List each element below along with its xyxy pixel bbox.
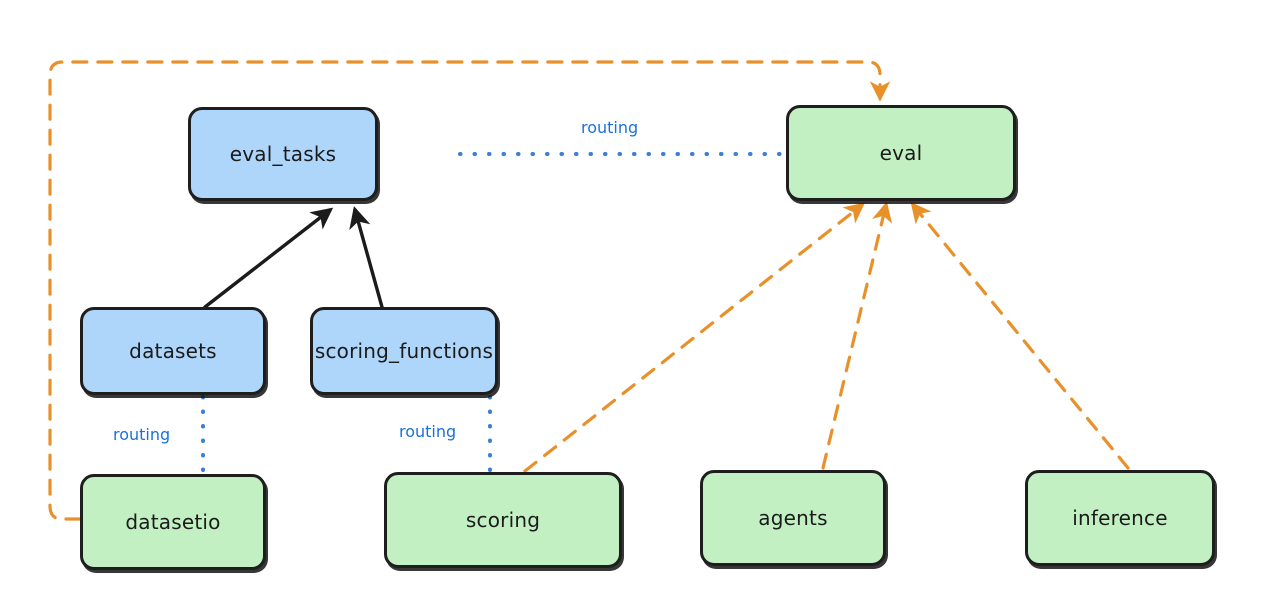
node-datasetio[interactable]: datasetio [80,474,266,570]
node-label-scoring: scoring [465,508,541,532]
node-label-inference: inference [1072,506,1168,530]
node-label-scoring_functions: scoring_functions [314,339,494,363]
node-inference[interactable]: inference [1025,470,1215,566]
edge-agents-to-eval [821,201,893,470]
edge-label-routing-datasets-datasetio: routing [110,425,174,444]
node-eval_tasks[interactable]: eval_tasks [188,107,378,201]
node-datasets[interactable]: datasets [80,307,266,395]
node-agents[interactable]: agents [700,470,886,566]
node-label-eval: eval [879,141,923,165]
edge-inference-to-eval [910,202,1130,470]
edge-label-routing-scoring-fn-scoring: routing [396,422,460,441]
edge-scoring-functions-to-eval-tasks [349,206,384,309]
node-label-eval_tasks: eval_tasks [229,142,337,166]
node-label-datasets: datasets [129,339,217,363]
node-label-datasetio: datasetio [125,510,221,534]
edge-datasetio-to-eval [48,60,891,521]
edge-scoring-to-eval [523,202,865,473]
edge-datasets-to-eval-tasks [203,207,334,309]
node-scoring_functions[interactable]: scoring_functions [310,307,498,395]
edge-label-routing-eval-tasks-eval: routing [578,118,642,137]
node-eval[interactable]: eval [786,105,1016,201]
node-scoring[interactable]: scoring [384,472,622,568]
node-label-agents: agents [758,506,828,530]
